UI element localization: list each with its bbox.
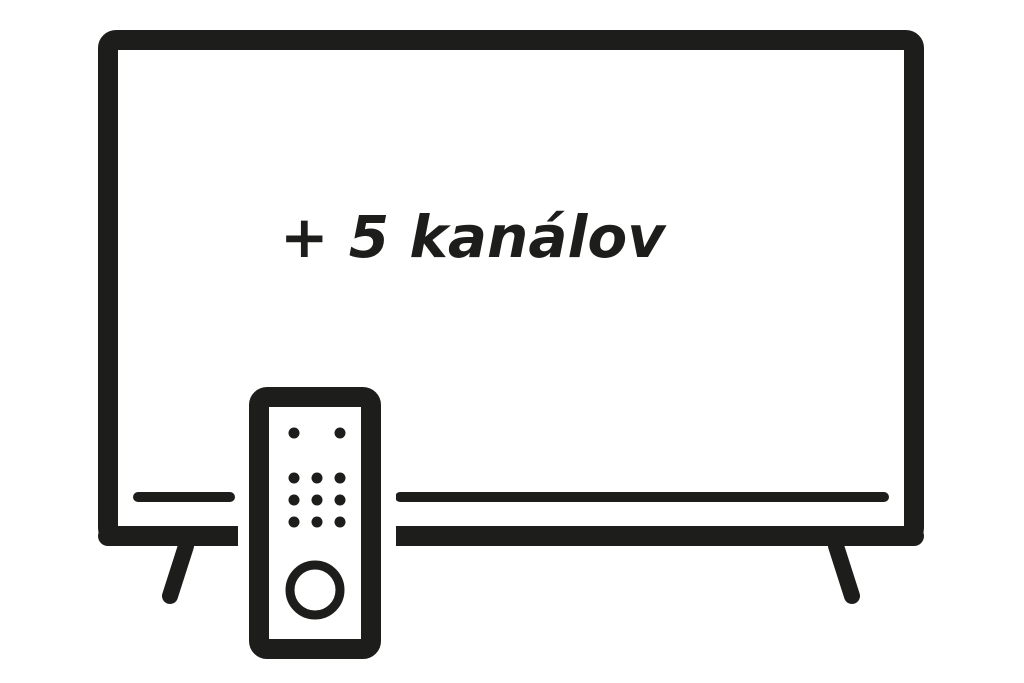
tv-frame [98,30,924,546]
remote-control-icon [249,387,381,659]
tv-leg-left [162,538,194,604]
tv-leg-right [828,538,860,604]
remote-ok-button [285,560,345,620]
channels-label: + 5 kanálov [280,203,666,271]
